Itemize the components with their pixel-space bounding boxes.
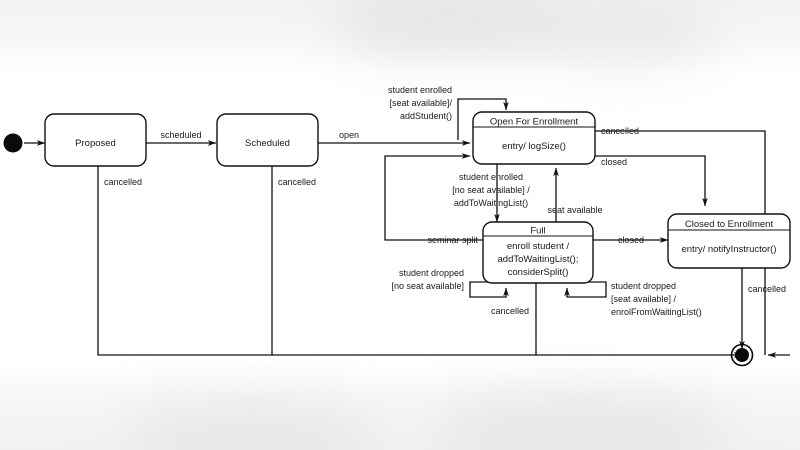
transition-full-to-open-seminar-split: [384, 153, 483, 241]
label-full-closed: closed: [618, 235, 644, 245]
label-full-self-right-line2: [seat available] /: [611, 294, 677, 304]
label-full-self-right-line1: student dropped: [611, 281, 676, 291]
state-open-for-enrollment[interactable]: Open For Enrollment entry/ logSize(): [472, 111, 596, 165]
initial-state: [3, 133, 23, 153]
state-scheduled[interactable]: Scheduled: [216, 113, 319, 167]
label-open-closed: closed: [601, 157, 627, 167]
label-scheduled-cancelled: cancelled: [278, 177, 316, 187]
label-open: open: [339, 130, 359, 140]
state-closed-body: entry/ notifyInstructor(): [681, 244, 776, 255]
state-open-body: entry/ logSize(): [502, 141, 566, 152]
transition-open-self-student-enrolled: [457, 98, 509, 140]
state-proposed-title: Proposed: [75, 138, 116, 149]
transition-open-to-closed: [595, 155, 708, 207]
state-full-body-line2: addToWaitingList();: [498, 254, 579, 265]
label-closed-cancelled: cancelled: [748, 284, 786, 294]
state-full-title: Full: [530, 226, 545, 237]
label-scheduled: scheduled: [160, 130, 201, 140]
label-proposed-cancelled: cancelled: [104, 177, 142, 187]
state-full-body-line3: considerSplit(): [508, 267, 569, 278]
state-open-title: Open For Enrollment: [490, 117, 579, 128]
label-full-self-left-line2: [no seat available]: [391, 281, 464, 291]
label-seat-available: seat available: [547, 205, 602, 215]
final-state: [730, 343, 754, 367]
label-open-self-line1: student enrolled: [388, 85, 452, 95]
state-open-box: [472, 111, 596, 165]
label-open-self-line3: addStudent(): [400, 111, 452, 121]
state-full-body-line1: enroll student /: [507, 241, 570, 252]
label-open-to-full-line1: student enrolled: [459, 172, 523, 182]
label-open-to-full-line3: addToWaitingList(): [454, 198, 528, 208]
transition-open-to-final-cancelled: [595, 130, 766, 355]
transition-full-self-no-seat: [469, 281, 509, 298]
state-proposed[interactable]: Proposed: [44, 113, 147, 167]
label-open-cancelled: cancelled: [601, 126, 639, 136]
state-full-box: [482, 221, 594, 284]
label-full-self-right-line3: enrolFromWaitingList(): [611, 307, 702, 317]
label-open-self-line2: [seat available]/: [389, 98, 452, 108]
final-state-ring: [730, 343, 754, 367]
label-seminar-split: seminar split: [427, 235, 478, 245]
state-full[interactable]: Full enroll student / addToWaitingList()…: [482, 221, 594, 284]
label-full-cancelled: cancelled: [491, 306, 529, 316]
state-scheduled-box: [216, 113, 319, 167]
transition-proposed-to-final: [97, 166, 743, 358]
state-proposed-box: [44, 113, 147, 167]
state-closed-box: [667, 213, 791, 269]
state-scheduled-title: Scheduled: [245, 138, 290, 149]
transition-full-self-seat-available: [564, 281, 607, 298]
label-full-self-left-line1: student dropped: [399, 268, 464, 278]
final-state-core: [735, 348, 749, 362]
label-open-to-full-line2: [no seat available] /: [452, 185, 530, 195]
state-closed-to-enrollment[interactable]: Closed to Enrollment entry/ notifyInstru…: [667, 213, 791, 269]
state-closed-title: Closed to Enrollment: [685, 219, 774, 230]
